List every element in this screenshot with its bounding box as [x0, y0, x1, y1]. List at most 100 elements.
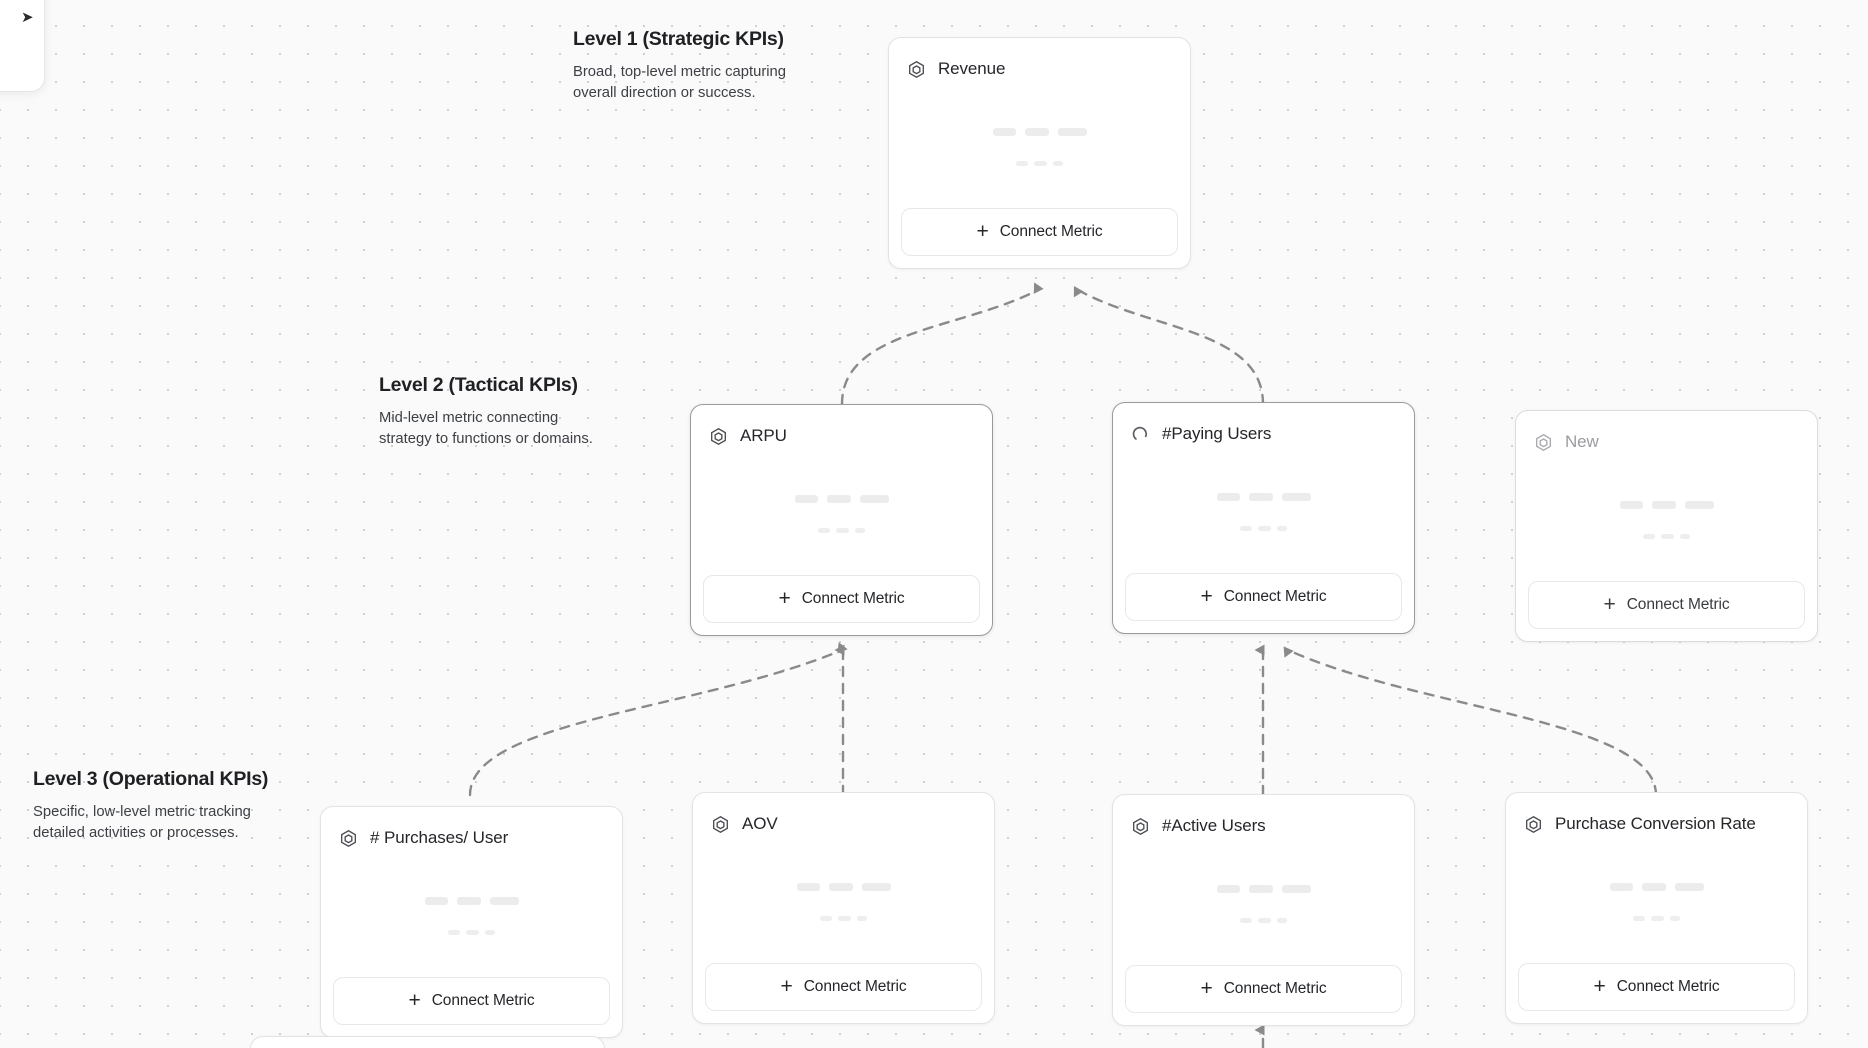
- metric-card-arpu[interactable]: ARPU + Connect Metric: [690, 404, 993, 636]
- skeleton-row-secondary: [889, 161, 1190, 166]
- level-1-description-line-1: Broad, top-level metric capturing: [573, 64, 787, 80]
- skeleton-row-secondary: [693, 916, 994, 921]
- skeleton-bar: [1034, 161, 1047, 166]
- metric-card-revenue[interactable]: Revenue + Connect Metric: [888, 37, 1191, 269]
- skeleton-bar: [1053, 161, 1063, 166]
- skeleton-bar: [836, 528, 849, 533]
- card-header-arpu: ARPU: [691, 405, 992, 451]
- skeleton-bar: [1240, 918, 1252, 923]
- skeleton-bar: [1258, 526, 1271, 531]
- skeleton-bar: [859, 495, 889, 503]
- metric-card-partial-offscreen[interactable]: [250, 1036, 605, 1048]
- skeleton-bar: [1651, 501, 1676, 509]
- skeleton-bar: [818, 528, 830, 533]
- skeleton-bar: [1619, 501, 1643, 509]
- skeleton-row-primary: [889, 128, 1190, 136]
- card-title-new: New: [1565, 432, 1599, 451]
- metric-card-aov[interactable]: AOV + Connect Metric: [692, 792, 995, 1024]
- skeleton-row-secondary: [321, 930, 622, 935]
- skeleton-bar: [1680, 534, 1690, 539]
- skeleton-bar: [820, 916, 832, 921]
- skeleton-bar: [1651, 916, 1664, 921]
- hexagon-metric-icon: [341, 829, 356, 847]
- connect-metric-button-purchases-per-user[interactable]: + Connect Metric: [333, 977, 610, 1025]
- skeleton-bar: [1240, 526, 1252, 531]
- connect-metric-button-paying-users[interactable]: + Connect Metric: [1125, 573, 1402, 621]
- connect-metric-label: Connect Metric: [1223, 980, 1327, 997]
- card-body-new: [1516, 457, 1817, 581]
- skeleton-bar: [489, 897, 519, 905]
- skeleton-bar: [424, 897, 448, 905]
- card-body-purchases-per-user: [321, 853, 622, 977]
- hexagon-metric-icon: [713, 815, 728, 833]
- level-2-description-line-1: Mid-level metric connecting: [379, 410, 559, 426]
- card-title-aov: AOV: [742, 814, 778, 833]
- skeleton-row-secondary: [691, 528, 992, 533]
- card-header-purchase-conversion-rate: Purchase Conversion Rate: [1506, 793, 1807, 839]
- connect-metric-button-revenue[interactable]: + Connect Metric: [901, 208, 1178, 256]
- card-body-arpu: [691, 451, 992, 575]
- connect-metric-button-purchase-conversion-rate[interactable]: + Connect Metric: [1518, 963, 1795, 1011]
- skeleton-bar: [448, 930, 460, 935]
- card-title-revenue: Revenue: [938, 59, 1006, 78]
- skeleton-bar: [1258, 918, 1271, 923]
- skeleton-bar: [1643, 534, 1655, 539]
- card-body-revenue: [889, 84, 1190, 208]
- level-1-label-block: Level 1 (Strategic KPIs) Broad, top-leve…: [573, 28, 786, 105]
- plus-icon: +: [780, 974, 793, 998]
- skeleton-row-primary: [1113, 493, 1414, 501]
- skeleton-row-primary: [691, 495, 992, 503]
- connect-metric-label: Connect Metric: [803, 978, 907, 995]
- card-body-paying-users: [1113, 449, 1414, 573]
- level-3-description-line-2: detailed activities or processes.: [33, 825, 239, 842]
- hexagon-metric-icon: [1133, 817, 1148, 835]
- card-header-paying-users: #Paying Users: [1113, 403, 1414, 449]
- skeleton-bar: [1216, 493, 1240, 501]
- skeleton-row-secondary: [1516, 534, 1817, 539]
- skeleton-bar: [1057, 128, 1087, 136]
- level-3-label-block: Level 3 (Operational KPIs) Specific, low…: [33, 768, 268, 845]
- card-title-purchase-conversion-rate: Purchase Conversion Rate: [1555, 814, 1756, 833]
- card-body-aov: [693, 839, 994, 963]
- skeleton-bar: [838, 916, 851, 921]
- skeleton-bar: [828, 883, 853, 891]
- card-body-purchase-conversion-rate: [1506, 839, 1807, 963]
- connect-metric-button-new[interactable]: + Connect Metric: [1528, 581, 1805, 629]
- connect-metric-button-active-users[interactable]: + Connect Metric: [1125, 965, 1402, 1013]
- skeleton-row-primary: [1113, 885, 1414, 893]
- skeleton-row-secondary: [1113, 526, 1414, 531]
- skeleton-bar: [1277, 526, 1287, 531]
- connect-metric-button-aov[interactable]: + Connect Metric: [705, 963, 982, 1011]
- plus-icon: +: [1593, 974, 1606, 998]
- corner-toolbar-panel[interactable]: ➤: [0, 0, 45, 92]
- skeleton-bar: [796, 883, 820, 891]
- skeleton-bar: [1670, 916, 1680, 921]
- connect-metric-button-arpu[interactable]: + Connect Metric: [703, 575, 980, 623]
- card-body-active-users: [1113, 841, 1414, 965]
- skeleton-bar: [456, 897, 481, 905]
- skeleton-row-primary: [693, 883, 994, 891]
- hexagon-metric-icon: [1526, 815, 1541, 833]
- skeleton-row-primary: [1516, 501, 1817, 509]
- skeleton-bar: [1281, 493, 1311, 501]
- card-title-purchases-per-user: # Purchases/ User: [370, 828, 509, 847]
- level-2-description: Mid-level metric connecting strategy to …: [379, 408, 593, 451]
- metric-card-paying-users[interactable]: #Paying Users + Connect Metric: [1112, 402, 1415, 634]
- skeleton-bar: [1684, 501, 1714, 509]
- metric-card-purchase-conversion-rate[interactable]: Purchase Conversion Rate + Connect Metri…: [1505, 792, 1808, 1024]
- skeleton-bar: [1024, 128, 1049, 136]
- skeleton-bar: [1609, 883, 1633, 891]
- skeleton-bar: [1281, 885, 1311, 893]
- connect-metric-label: Connect Metric: [999, 223, 1103, 240]
- skeleton-row-primary: [1506, 883, 1807, 891]
- metric-card-active-users[interactable]: #Active Users + Connect Metric: [1112, 794, 1415, 1026]
- skeleton-bar: [1633, 916, 1645, 921]
- hexagon-metric-icon: [711, 427, 726, 445]
- skeleton-bar: [1216, 885, 1240, 893]
- plus-icon: +: [976, 219, 989, 243]
- metric-card-new[interactable]: New + Connect Metric: [1515, 410, 1818, 642]
- skeleton-bar: [1641, 883, 1666, 891]
- level-2-label-block: Level 2 (Tactical KPIs) Mid-level metric…: [379, 374, 593, 451]
- metric-card-purchases-per-user[interactable]: # Purchases/ User + Connect Metric: [320, 806, 623, 1038]
